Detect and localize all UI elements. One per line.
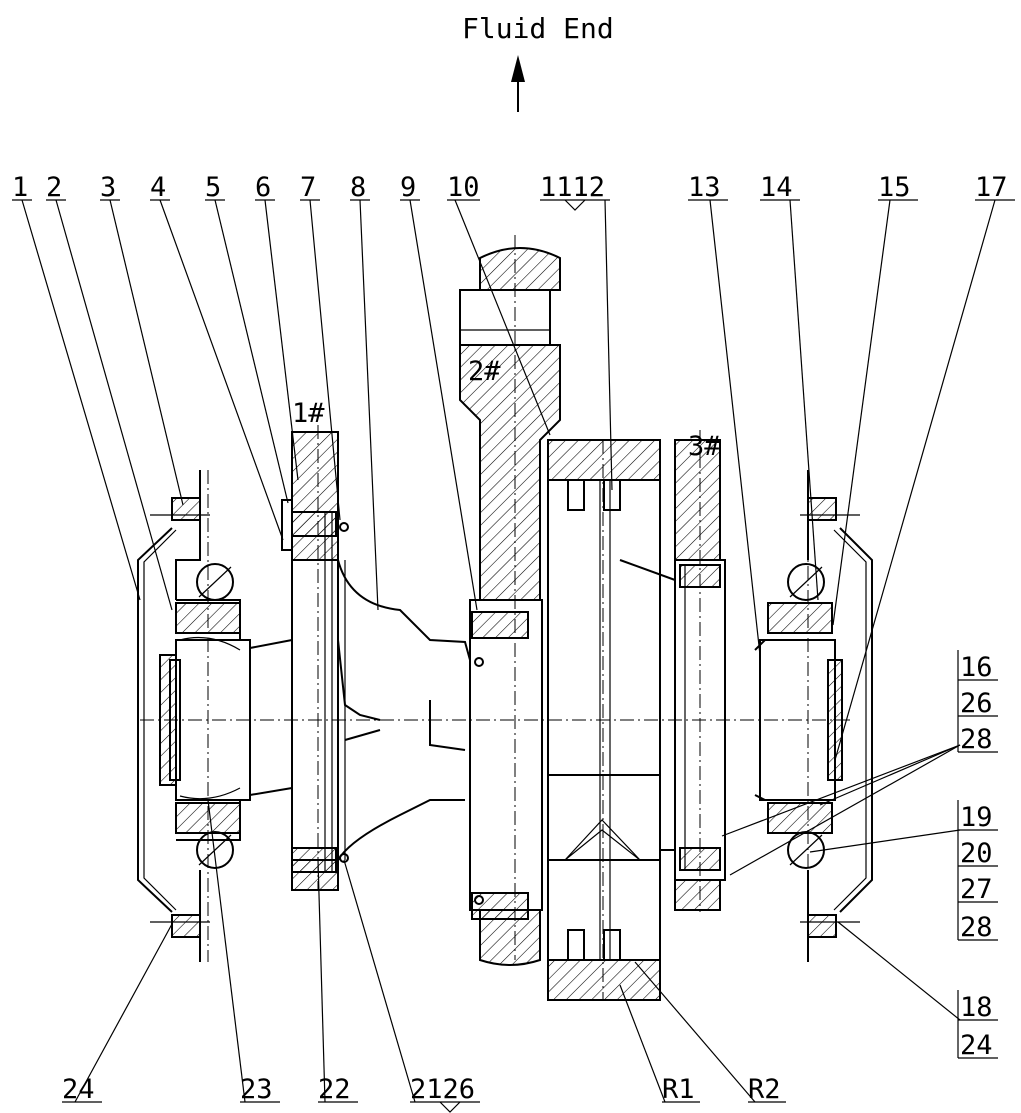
part-label-24: 24 (62, 1074, 95, 1105)
part-label-6: 6 (255, 172, 271, 203)
left-bearing-housing (175, 470, 251, 962)
crank-mark-1: 1# (292, 398, 325, 429)
connecting-rod-2 (459, 235, 561, 966)
part-label-9: 9 (400, 172, 416, 203)
part-label-28-a: 28 (960, 724, 993, 755)
part-label-1: 1 (12, 172, 28, 203)
part-label-19: 19 (960, 802, 993, 833)
main-crankshaft (249, 559, 471, 880)
part-label-20: 20 (960, 838, 993, 869)
crank-mark-2: 2# (468, 356, 501, 387)
part-label-24-right: 24 (960, 1030, 993, 1061)
direction-arrow (511, 55, 525, 112)
part-label-14: 14 (760, 172, 793, 203)
center-gear-assembly (547, 439, 661, 1001)
part-label-15: 15 (878, 172, 911, 203)
right-part-labels: 16 26 28 19 20 27 28 18 24 (960, 652, 993, 1061)
part-label-16: 16 (960, 652, 993, 683)
leader-lines (12, 199, 1015, 1113)
part-label-1112: 1112 (540, 172, 605, 203)
part-label-8: 8 (350, 172, 366, 203)
part-label-2: 2 (46, 172, 62, 203)
part-label-22: 22 (318, 1074, 351, 1105)
part-label-26: 26 (960, 688, 993, 719)
crank-web-1 (281, 425, 349, 891)
part-label-13: 13 (688, 172, 721, 203)
crank-web-3 (619, 430, 726, 912)
part-label-r1: R1 (662, 1074, 695, 1105)
right-bearing-housing (754, 470, 836, 962)
part-label-r2: R2 (748, 1074, 781, 1105)
drawing-title: Fluid End (462, 12, 614, 45)
part-label-18: 18 (960, 992, 993, 1023)
part-label-28-b: 28 (960, 912, 993, 943)
part-label-5: 5 (205, 172, 221, 203)
part-label-7: 7 (300, 172, 316, 203)
part-label-17: 17 (975, 172, 1008, 203)
crank-marks: 1# 2# 3# (292, 356, 721, 462)
part-label-10: 10 (447, 172, 480, 203)
part-label-27: 27 (960, 874, 993, 905)
part-label-3: 3 (100, 172, 116, 203)
bottom-part-labels: 24 23 22 2126 R1 R2 (62, 1074, 781, 1105)
crank-mark-3: 3# (688, 431, 721, 462)
part-label-23: 23 (240, 1074, 273, 1105)
part-label-4: 4 (150, 172, 166, 203)
top-part-labels: 1 2 3 4 5 6 7 8 9 10 1112 13 14 15 17 (12, 172, 1008, 203)
right-end-cover (800, 497, 873, 938)
part-label-2126: 2126 (410, 1074, 475, 1105)
